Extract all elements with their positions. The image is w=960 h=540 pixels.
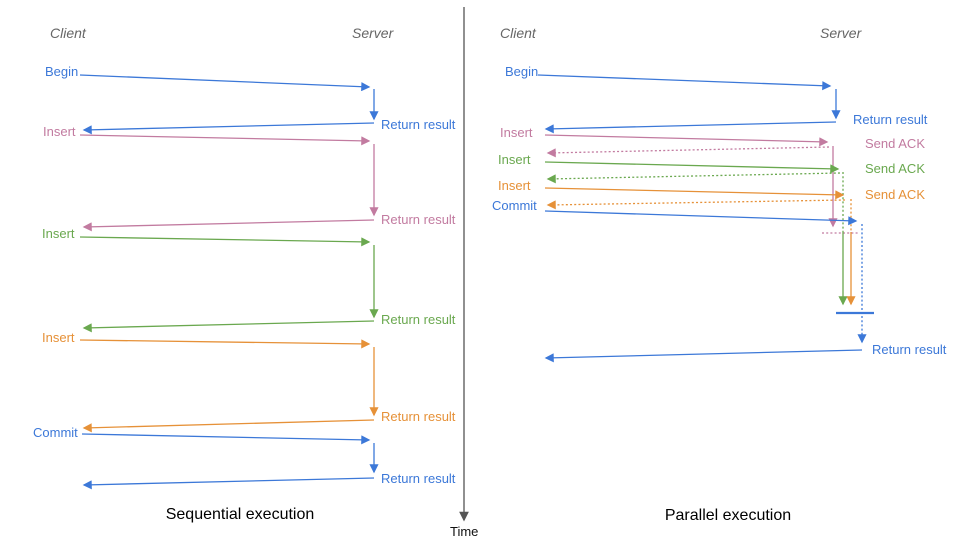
par-insert1-ack-arrow bbox=[546, 146, 830, 158]
time-axis: Time bbox=[450, 7, 478, 539]
par-op-begin: Begin Return result bbox=[505, 64, 928, 134]
seq-insert3-request-arrow bbox=[79, 339, 371, 349]
par-insert3-request-arrow bbox=[544, 187, 845, 200]
par-insert1-label: Insert bbox=[500, 125, 533, 140]
seq-server-header: Server bbox=[352, 25, 395, 41]
seq-commit-request-arrow bbox=[81, 433, 371, 445]
seq-insert3-response-arrow bbox=[82, 419, 375, 433]
par-op-insert-1: Insert Send ACK bbox=[500, 125, 925, 234]
seq-insert1-response-arrow bbox=[82, 219, 375, 232]
par-client-header: Client bbox=[500, 25, 537, 41]
sequential-title: Sequential execution bbox=[166, 506, 315, 523]
par-insert1-request-arrow bbox=[544, 134, 829, 147]
par-commit-request-arrow bbox=[544, 210, 858, 226]
seq-insert2-response-label: Return result bbox=[381, 312, 456, 327]
parallel-diagram: Client Server Begin Return result Insert… bbox=[492, 25, 947, 524]
seq-client-header: Client bbox=[50, 25, 87, 41]
par-op-commit: Commit Return result bbox=[492, 198, 947, 363]
seq-insert2-label: Insert bbox=[42, 226, 75, 241]
time-axis-label: Time bbox=[450, 524, 478, 539]
par-insert1-ack-label: Send ACK bbox=[865, 136, 925, 151]
seq-begin-request-arrow bbox=[79, 74, 371, 92]
seq-op-insert-3: Insert Return result bbox=[42, 330, 456, 433]
seq-insert1-response-label: Return result bbox=[381, 212, 456, 227]
seq-insert3-label: Insert bbox=[42, 330, 75, 345]
seq-commit-label: Commit bbox=[33, 425, 78, 440]
seq-insert2-response-arrow bbox=[82, 320, 375, 333]
par-op-insert-2: Insert Send ACK bbox=[498, 152, 925, 306]
par-insert3-ack-label: Send ACK bbox=[865, 187, 925, 202]
sequential-diagram: Client Server Begin Return result Insert… bbox=[33, 25, 456, 523]
par-commit-response-label: Return result bbox=[872, 342, 947, 357]
par-commit-label: Commit bbox=[492, 198, 537, 213]
seq-insert3-response-label: Return result bbox=[381, 409, 456, 424]
par-insert3-ack-arrow bbox=[546, 199, 846, 210]
par-insert2-label: Insert bbox=[498, 152, 531, 167]
seq-commit-response-label: Return result bbox=[381, 471, 456, 486]
seq-begin-response-label: Return result bbox=[381, 117, 456, 132]
par-begin-label: Begin bbox=[505, 64, 538, 79]
seq-insert1-request-arrow bbox=[79, 134, 371, 146]
seq-op-begin: Begin Return result bbox=[45, 64, 456, 135]
par-insert3-label: Insert bbox=[498, 178, 531, 193]
parallel-title: Parallel execution bbox=[665, 507, 791, 524]
par-begin-response-label: Return result bbox=[853, 112, 928, 127]
par-begin-response-arrow bbox=[544, 121, 837, 134]
seq-commit-response-arrow bbox=[82, 477, 375, 490]
seq-op-commit: Commit Return result bbox=[33, 425, 456, 490]
par-server-header: Server bbox=[820, 25, 863, 41]
par-commit-response-arrow bbox=[544, 349, 863, 363]
par-insert2-ack-arrow bbox=[546, 172, 841, 184]
par-begin-request-arrow bbox=[537, 74, 832, 91]
seq-op-insert-2: Insert Return result bbox=[42, 226, 456, 333]
par-op-insert-3: Insert Send ACK bbox=[498, 178, 925, 306]
seq-insert2-request-arrow bbox=[79, 236, 371, 247]
seq-op-insert-1: Insert Return result bbox=[43, 124, 456, 232]
seq-begin-response-arrow bbox=[82, 122, 375, 135]
par-insert2-request-arrow bbox=[544, 161, 840, 174]
seq-begin-label: Begin bbox=[45, 64, 78, 79]
seq-insert1-label: Insert bbox=[43, 124, 76, 139]
par-insert2-ack-label: Send ACK bbox=[865, 161, 925, 176]
